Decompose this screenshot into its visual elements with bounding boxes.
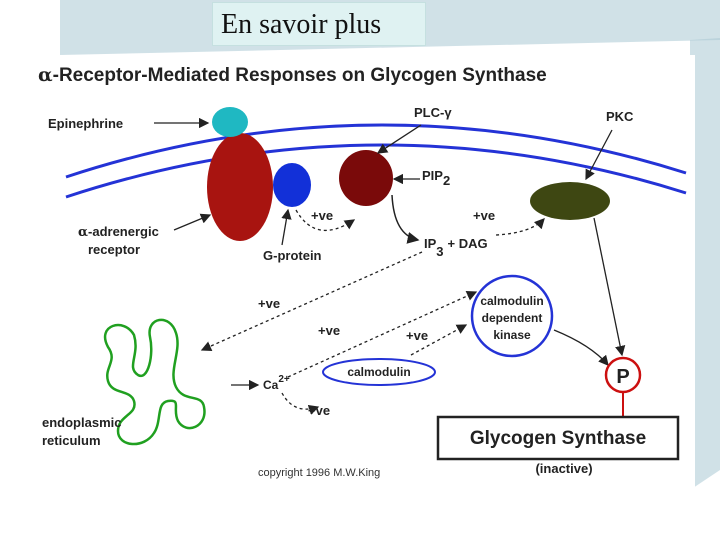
epinephrine-molecule (212, 107, 248, 137)
gprotein-label-arrow (281, 208, 292, 246)
cam-kinase-label-1: calmodulin (480, 294, 543, 308)
receptor-label-arrow (173, 213, 212, 231)
calcium-label: Ca2+ (263, 374, 290, 392)
er-label-line1: endoplasmic (42, 415, 121, 430)
ve-label-calmodulin: +ve (308, 403, 330, 418)
ve-label-ca: +ve (318, 323, 340, 338)
glycogen-synthase-box (436, 415, 680, 461)
pkc-enzyme (530, 182, 610, 220)
er-label-line2: reticulum (42, 433, 101, 448)
cell-membrane-inner (65, 143, 687, 199)
inactive-label: (inactive) (535, 461, 592, 476)
receptor-label: α-adrenergic (78, 224, 159, 240)
pip2-label: PIP2 (422, 168, 450, 188)
calmodulin-label: calmodulin (347, 365, 410, 379)
ve-label-er: +ve (258, 296, 280, 311)
plc-gamma-enzyme (339, 150, 393, 206)
endoplasmic-reticulum (104, 318, 206, 446)
heading-greek: α (38, 64, 53, 86)
pkc-label: PKC (606, 109, 634, 124)
pip2-to-ip3-arrow (391, 194, 420, 244)
pkc-arrow (585, 129, 613, 181)
ip3-to-er-arrow (200, 251, 423, 352)
dag-to-pkc-arrow (495, 218, 545, 236)
diagram-heading: α-Receptor-Mediated Responses on Glycoge… (38, 64, 547, 86)
gprotein-label: G-protein (263, 248, 322, 263)
calmodulin-oval (322, 358, 436, 386)
cam-kinase-label-3: kinase (493, 328, 531, 342)
cam-to-cam-kinase-arrow (410, 324, 468, 356)
plc-arrow (376, 124, 422, 154)
glycogen-synthase-diagram: α-Receptor-Mediated Responses on Glycoge… (26, 55, 695, 491)
phosphate-label: P (616, 366, 629, 388)
ve-label-pkc: +ve (473, 208, 495, 223)
adrenergic-receptor (207, 133, 273, 241)
ca-to-calmodulin-arrow (281, 392, 320, 415)
ca-to-cam-kinase-arrow (287, 291, 478, 378)
copyright-text: copyright 1996 M.W.King (258, 467, 380, 479)
slide-title: En savoir plus (212, 2, 426, 46)
glycogen-synthase-label: Glycogen Synthase (470, 428, 646, 449)
ip3-dag-label: IP3+ DAG (424, 236, 488, 259)
background-band-right (690, 38, 720, 490)
ve-label-cam-kinase: +ve (406, 328, 428, 343)
calcium-superscript: 2+ (278, 374, 290, 385)
cam-kinase-to-phospho-arrow (553, 329, 609, 366)
cam-kinase-label-2: dependent (482, 311, 543, 325)
plc-gamma-label: PLC-γ (414, 105, 452, 120)
receptor-label-line2: receptor (88, 242, 140, 257)
g-protein (273, 163, 311, 207)
ip3-subscript: 3 (436, 244, 443, 259)
heading-text: -Receptor-Mediated Responses on Glycogen… (53, 65, 547, 86)
cam-kinase-circle (470, 274, 554, 358)
cell-membrane-outer (65, 123, 687, 179)
pip2-subscript: 2 (443, 173, 450, 188)
gprotein-to-plc-arrow (295, 209, 356, 232)
pkc-to-phospho-arrow (593, 217, 626, 357)
ve-label-gprotein: +ve (311, 208, 333, 223)
epinephrine-label: Epinephrine (48, 116, 123, 131)
diagram-canvas: α-Receptor-Mediated Responses on Glycoge… (38, 64, 687, 479)
